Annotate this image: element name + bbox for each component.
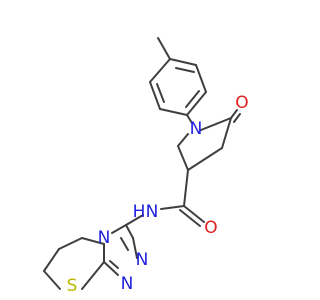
bond-thiazine-1: [81, 237, 105, 245]
atom-triazole-ring-nitrogen: N: [98, 228, 111, 248]
tolyl-group: [149, 37, 207, 116]
bond-triazole-4: [132, 237, 138, 259]
bond-ring-4: [159, 108, 188, 116]
bond-thiazine-5: [81, 261, 105, 290]
atom-pyrrolidinone-nitrogen: N: [190, 119, 203, 139]
bond-lactam-oxygen-2: [233, 113, 241, 123]
bond-triazole-inner-2: [109, 260, 119, 269]
molecule-structure: N O O N H N N N S: [0, 0, 300, 300]
bond-triazole-5: [125, 224, 134, 239]
bond-ch-amide-c: [183, 169, 189, 207]
atom-triazole-nitrogen-a: N: [136, 250, 149, 270]
bond-ring-6: [149, 58, 171, 83]
bond-ring-inner-1: [175, 67, 195, 73]
bond-thiazine-4: [43, 270, 61, 290]
bond-amide-cn: [160, 205, 185, 210]
bond-ch2-n: [177, 133, 189, 147]
bond-ring-5: [149, 81, 161, 110]
bond-triazole-1: [111, 224, 127, 234]
fused-heterocycle: [43, 214, 144, 290]
bond-amide-co-2: [179, 209, 201, 227]
atom-amide-oxygen: O: [204, 218, 217, 238]
bond-triazole-3: [103, 261, 119, 276]
bond-lactam-oxygen-1: [230, 109, 238, 119]
pyrrolidinone-ring: [177, 109, 241, 171]
atom-amide-nitrogen: N: [146, 202, 159, 222]
bond-ch-ch2: [177, 145, 189, 171]
bond-carbonyl-ch2: [221, 117, 232, 149]
bond-ring-2: [195, 64, 207, 93]
bond-aryl-n: [186, 114, 193, 124]
bond-n-carbonyl: [200, 117, 232, 131]
bond-ring-3: [186, 91, 207, 116]
bond-ring-inner-2: [185, 90, 200, 108]
bond-thiazine-3: [43, 248, 60, 272]
background: [0, 0, 300, 300]
bond-thiazine-2: [58, 237, 83, 250]
bond-methyl: [157, 37, 171, 60]
amide-group: [160, 169, 205, 227]
bond-ring-inner-3: [156, 83, 165, 103]
bond-triazole-inner-1: [120, 237, 129, 251]
bond-amide-co-1: [183, 205, 205, 223]
atom-sulfur: S: [67, 276, 78, 296]
atom-lactam-oxygen: O: [235, 93, 248, 113]
bond-ch2-ch: [187, 147, 223, 171]
bond-ring-1: [169, 58, 197, 66]
molecule-canvas: N O O N H N N N S: [0, 0, 300, 300]
atom-amide-hydrogen: H: [133, 202, 146, 222]
bond-nh-triazole-c: [125, 214, 144, 226]
atom-triazole-nitrogen-b: N: [121, 274, 134, 294]
